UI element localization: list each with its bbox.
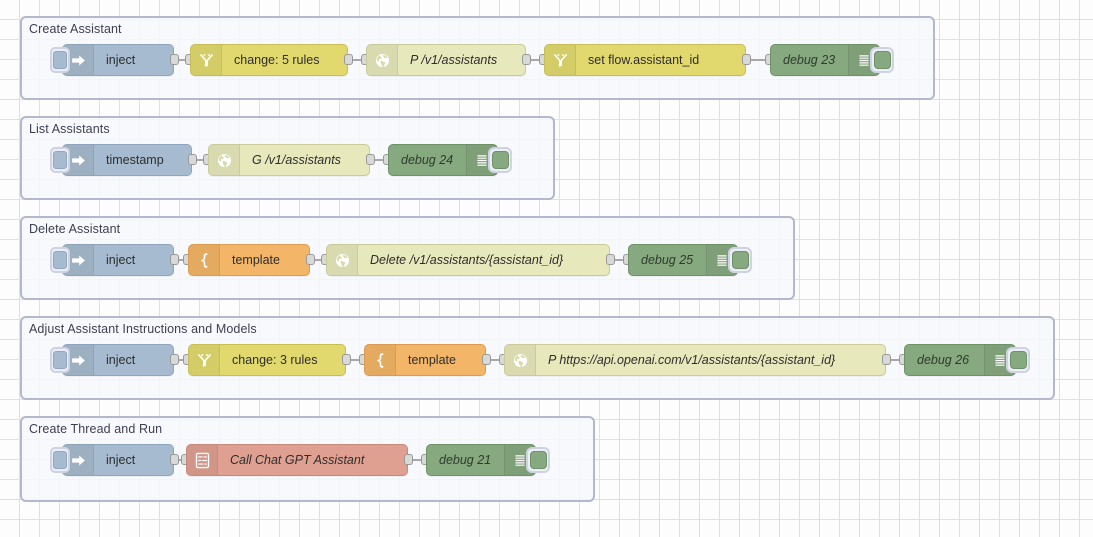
globe-icon [367,45,398,75]
inject-node[interactable]: timestamp [62,144,192,176]
node-output-port[interactable] [482,354,491,365]
node-link-wire[interactable] [351,359,359,361]
node-label: G /v1/assistants [252,153,341,167]
node-link-wire[interactable] [179,259,183,261]
node-label: inject [106,453,136,467]
node-link-wire[interactable] [315,259,321,261]
inject-node[interactable]: inject [62,44,174,76]
node-output-port[interactable] [170,54,179,65]
debug-node[interactable]: debug 26 [904,344,1016,376]
node-label: change: 3 rules [232,353,318,367]
node-link-wire[interactable] [179,359,183,361]
inject-trigger-button[interactable] [50,247,70,273]
inject-trigger-button[interactable] [50,147,70,173]
node-link-wire[interactable] [353,59,361,61]
function-doc-icon [187,445,218,475]
change-node[interactable]: set flow.assistant_id [544,44,746,76]
node-link-wire[interactable] [615,259,623,261]
group-title: Create Thread and Run [29,422,163,436]
inject-node[interactable]: inject [62,444,174,476]
debug-node[interactable]: debug 24 [388,144,498,176]
group-title: Create Assistant [29,22,122,36]
node-label: P https://api.openai.com/v1/assistants/{… [548,353,836,367]
node-link-wire[interactable] [179,459,181,461]
node-label: timestamp [106,153,164,167]
globe-icon [505,345,536,375]
node-label: Delete /v1/assistants/{assistant_id} [370,253,564,267]
node-label: debug 26 [917,353,970,367]
globe-icon [209,145,240,175]
debug-toggle-button[interactable] [1006,347,1030,373]
template-node[interactable]: template [188,244,310,276]
debug-node[interactable]: debug 21 [426,444,536,476]
node-label: debug 25 [641,253,694,267]
node-link-wire[interactable] [197,159,203,161]
node-output-port[interactable] [306,254,315,265]
node-label: debug 21 [439,453,492,467]
http-request-node[interactable]: P /v1/assistants [366,44,526,76]
node-output-port[interactable] [342,354,351,365]
node-link-wire[interactable] [375,159,383,161]
inject-node[interactable]: inject [62,244,174,276]
node-output-port[interactable] [344,54,353,65]
change-swap-icon [189,345,220,375]
node-label: inject [106,253,136,267]
group-title: Delete Assistant [29,222,121,236]
node-link-wire[interactable] [531,59,539,61]
node-output-port[interactable] [170,454,179,465]
debug-toggle-button[interactable] [870,47,894,73]
debug-toggle-button[interactable] [526,447,550,473]
chatgpt-node[interactable]: Call Chat GPT Assistant [186,444,408,476]
inject-node[interactable]: inject [62,344,174,376]
node-label: template [408,353,456,367]
curly-brace-icon [365,345,396,375]
http-request-node[interactable]: G /v1/assistants [208,144,370,176]
node-output-port[interactable] [170,354,179,365]
debug-node[interactable]: debug 25 [628,244,738,276]
inject-trigger-button[interactable] [50,447,70,473]
debug-toggle-button[interactable] [488,147,512,173]
template-node[interactable]: template [364,344,486,376]
node-output-port[interactable] [606,254,615,265]
node-output-port[interactable] [366,154,375,165]
node-link-wire[interactable] [491,359,499,361]
change-swap-icon [545,45,576,75]
node-output-port[interactable] [404,454,413,465]
debug-toggle-button[interactable] [728,247,752,273]
node-output-port[interactable] [170,254,179,265]
group-title: Adjust Assistant Instructions and Models [29,322,257,336]
node-link-wire[interactable] [179,59,185,61]
node-output-port[interactable] [188,154,197,165]
http-request-node[interactable]: P https://api.openai.com/v1/assistants/{… [504,344,886,376]
group-title: List Assistants [29,122,110,136]
change-node[interactable]: change: 3 rules [188,344,346,376]
node-link-wire[interactable] [413,459,421,461]
globe-icon [327,245,358,275]
change-swap-icon [191,45,222,75]
inject-trigger-button[interactable] [50,347,70,373]
node-label: set flow.assistant_id [588,53,700,67]
node-label: inject [106,353,136,367]
inject-trigger-button[interactable] [50,47,70,73]
node-label: change: 5 rules [234,53,320,67]
http-request-node[interactable]: Delete /v1/assistants/{assistant_id} [326,244,610,276]
change-node[interactable]: change: 5 rules [190,44,348,76]
debug-node[interactable]: debug 23 [770,44,880,76]
node-link-wire[interactable] [751,59,765,61]
node-label: P /v1/assistants [410,53,498,67]
node-output-port[interactable] [882,354,891,365]
debug-lines-icon [504,445,535,475]
curly-brace-icon [189,245,220,275]
node-label: debug 23 [783,53,836,67]
node-label: debug 24 [401,153,454,167]
node-label: Call Chat GPT Assistant [230,453,365,467]
node-output-port[interactable] [522,54,531,65]
node-link-wire[interactable] [891,359,899,361]
node-label: template [232,253,280,267]
node-label: inject [106,53,136,67]
node-output-port[interactable] [742,54,751,65]
